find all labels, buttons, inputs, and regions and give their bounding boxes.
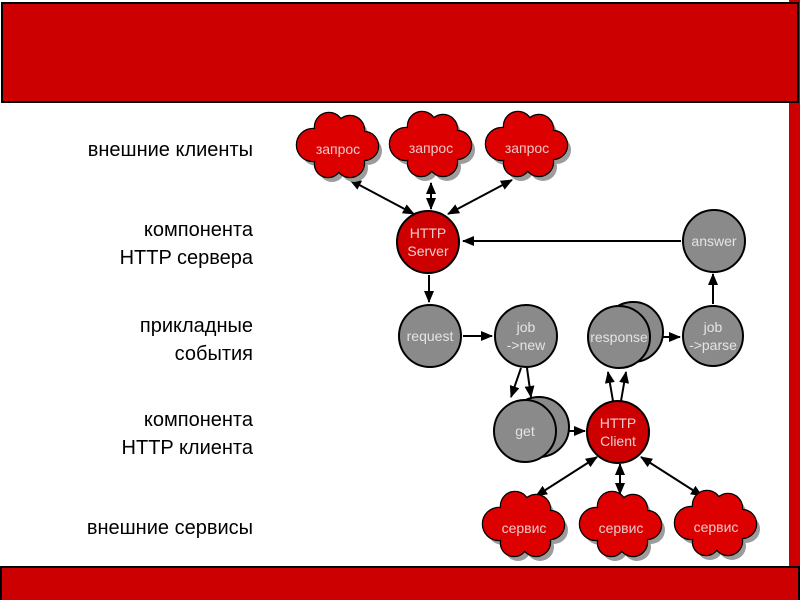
node-job-parse: job ->parse	[682, 305, 744, 367]
edge-jobnew-get-a	[509, 367, 522, 398]
node-answer-label: answer	[691, 233, 736, 249]
request-cloud-label: запрос	[505, 140, 549, 156]
node-response-label: response	[590, 329, 648, 345]
label-line: компонента	[143, 219, 253, 241]
label-http-server-component: компонента HTTP сервера	[20, 216, 253, 272]
label-line: события	[174, 343, 253, 365]
label-external-clients: внешние клиенты	[20, 136, 269, 164]
node-get-label: get	[515, 423, 535, 439]
request-cloud-3: запрос	[486, 112, 571, 181]
edge-cloud3-server	[447, 179, 513, 215]
node-http-server-label-1: HTTP	[410, 225, 447, 241]
node-response: response	[587, 301, 664, 369]
node-http-client-label-1: HTTP	[600, 415, 637, 431]
node-job-new: job ->new	[494, 304, 558, 368]
node-get: get	[493, 396, 570, 463]
label-external-services: внешние сервисы	[20, 514, 253, 542]
node-http-client: HTTP Client	[586, 400, 650, 464]
node-http-client-label-2: Client	[600, 433, 636, 449]
node-job-parse-label-2: ->parse	[689, 337, 737, 353]
edge-client-response-b	[619, 371, 630, 402]
request-cloud-label: запрос	[316, 141, 360, 157]
node-job-new-label-1: job	[516, 319, 536, 335]
label-line: HTTP клиента	[121, 437, 253, 459]
label-line: прикладные	[139, 315, 253, 337]
label-line: компонента	[143, 409, 253, 431]
node-request: request	[398, 304, 462, 368]
edge-client-response-a	[604, 371, 615, 402]
right-accent-stripe	[789, 0, 800, 600]
label-http-client-component: компонента HTTP клиента	[20, 406, 253, 462]
node-job-new-label-2: ->new	[507, 337, 546, 353]
bottom-banner	[0, 566, 800, 600]
node-http-server: HTTP Server	[396, 210, 460, 274]
label-line: внешние сервисы	[86, 517, 253, 539]
service-cloud-label: сервис	[694, 519, 739, 535]
edge-cloud1-server	[349, 179, 415, 215]
node-http-server-label-2: Server	[407, 243, 449, 259]
request-cloud-1: запрос	[297, 113, 382, 182]
service-cloud-2: сервис	[580, 492, 665, 561]
label-application-events: прикладные события	[20, 312, 263, 368]
service-cloud-label: сервис	[599, 520, 644, 536]
service-cloud-1: сервис	[483, 492, 568, 561]
edge-client-service3	[640, 456, 703, 497]
service-cloud-label: сервис	[502, 520, 547, 536]
label-line: внешние клиенты	[87, 139, 253, 161]
top-banner	[1, 2, 799, 103]
request-cloud-label: запрос	[409, 140, 453, 156]
node-request-label: request	[407, 328, 454, 344]
node-answer: answer	[682, 209, 746, 273]
edge-jobnew-get-b	[524, 367, 535, 398]
node-job-parse-label-1: job	[703, 319, 723, 335]
edge-client-service1	[535, 456, 598, 497]
service-cloud-3: сервис	[675, 491, 760, 560]
request-cloud-2: запрос	[390, 112, 475, 181]
label-line: HTTP сервера	[119, 247, 253, 269]
